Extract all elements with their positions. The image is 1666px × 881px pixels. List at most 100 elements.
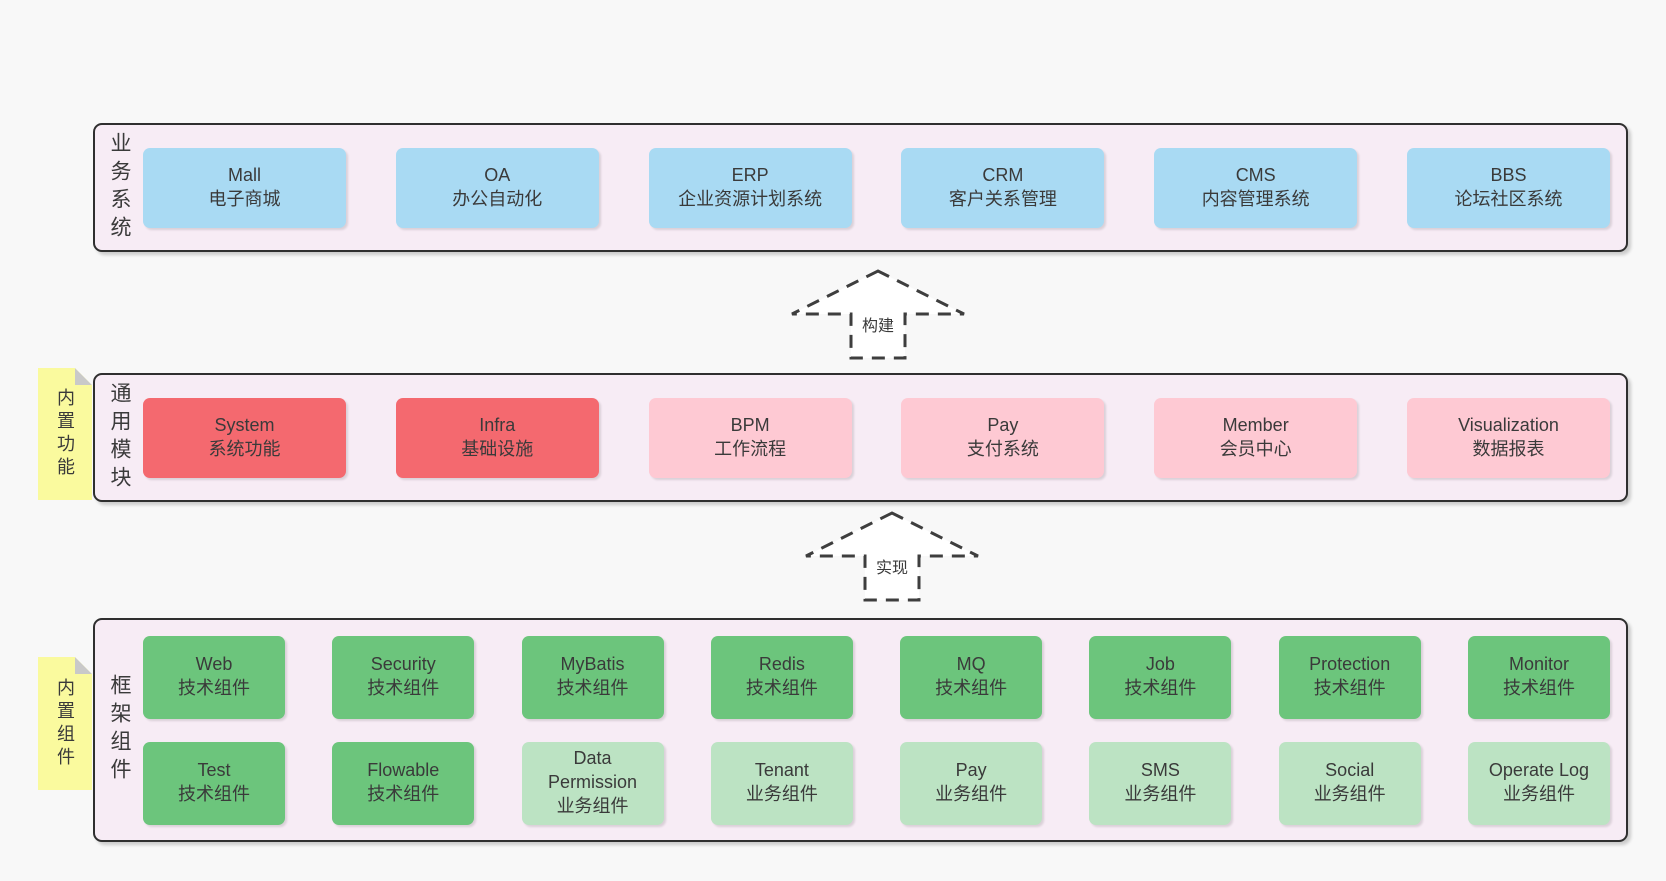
box-web-name: Web (195, 654, 233, 675)
box-monitor: Monitor 技术组件 (1467, 635, 1610, 719)
box-protection-desc: 技术组件 (1313, 678, 1386, 698)
sticky-note-built-in-components-label: 内置组件 (55, 677, 75, 770)
panel-common-modules: 通用模块 System 系统功能 Infra 基础设施 BPM 工作流程 Pay… (93, 373, 1628, 502)
box-visualization: Visualization 数据报表 (1406, 397, 1610, 478)
box-data-permission-name: Data Permission (548, 748, 638, 793)
box-cms-name: CMS (1235, 164, 1276, 185)
box-visualization-name: Visualization (1458, 414, 1559, 435)
box-protection-name: Protection (1309, 654, 1391, 675)
box-flowable: Flowable 技术组件 (332, 741, 475, 825)
box-test: Test 技术组件 (143, 741, 285, 825)
box-job-desc: 技术组件 (1124, 678, 1197, 698)
box-member-desc: 会员中心 (1219, 438, 1292, 459)
box-operate-log: Operate Log 业务组件 (1467, 741, 1610, 825)
panel-title-framework-components: 框架组件 (108, 674, 131, 786)
business-systems-row: Mall 电子商城 OA 办公自动化 ERP 企业资源计划系统 CRM 客户关系… (143, 125, 1626, 250)
box-security-name: Security (370, 654, 436, 675)
box-tenant-desc: 业务组件 (745, 784, 818, 804)
box-mall-desc: 电子商城 (208, 188, 281, 209)
box-mall: Mall 电子商城 (143, 147, 346, 228)
panel-title-business-systems: 业务系统 (108, 131, 131, 244)
arrow-build: 构建 (788, 268, 968, 361)
note-fold-corner-icon (75, 657, 92, 674)
box-mybatis-name: MyBatis (560, 654, 625, 675)
box-infra: Infra 基础设施 (395, 397, 599, 478)
box-web: Web 技术组件 (143, 635, 285, 719)
box-protection: Protection 技术组件 (1278, 635, 1421, 719)
box-flowable-name: Flowable (367, 760, 440, 781)
box-pay-component-desc: 业务组件 (935, 784, 1008, 804)
box-mq-name: MQ (956, 654, 986, 675)
box-redis-desc: 技术组件 (745, 678, 818, 698)
box-mq-desc: 技术组件 (935, 678, 1008, 698)
box-sms-name: SMS (1140, 760, 1180, 781)
box-tenant-name: Tenant (754, 760, 809, 781)
box-system: System 系统功能 (143, 397, 346, 478)
box-test-desc: 技术组件 (178, 784, 250, 804)
box-pay-component-name: Pay (955, 760, 987, 781)
box-redis-name: Redis (758, 654, 805, 675)
box-oa: OA 办公自动化 (395, 147, 599, 228)
box-social: Social 业务组件 (1278, 741, 1421, 825)
box-bbs-desc: 论坛社区系统 (1454, 188, 1563, 209)
box-social-desc: 业务组件 (1313, 784, 1386, 804)
box-security: Security 技术组件 (332, 635, 475, 719)
box-pay-module: Pay 支付系统 (901, 397, 1105, 478)
box-oa-desc: 办公自动化 (452, 188, 543, 209)
box-system-name: System (214, 414, 275, 435)
box-cms-desc: 内容管理系统 (1201, 188, 1310, 209)
box-visualization-desc: 数据报表 (1472, 438, 1545, 459)
box-data-permission: Data Permission 业务组件 (521, 741, 664, 825)
box-pay-component: Pay 业务组件 (900, 741, 1043, 825)
box-social-name: Social (1325, 760, 1375, 781)
box-mq: MQ 技术组件 (900, 635, 1043, 719)
note-fold-corner-icon (75, 368, 92, 385)
box-crm-desc: 客户关系管理 (948, 188, 1057, 209)
box-bpm-name: BPM (730, 414, 770, 435)
arrow-implement-label: 实现 (872, 554, 912, 578)
sticky-note-built-in-features: 内置功能 (38, 368, 92, 500)
framework-components-row-2: Test 技术组件 Flowable 技术组件 Data Permission … (143, 741, 1610, 825)
sticky-note-built-in-features-label: 内置功能 (55, 388, 75, 480)
arrow-build-label: 构建 (858, 312, 898, 336)
box-member: Member 会员中心 (1154, 397, 1358, 478)
box-bpm: BPM 工作流程 (648, 397, 852, 478)
box-bbs-name: BBS (1490, 164, 1527, 185)
box-system-desc: 系统功能 (208, 438, 281, 459)
common-modules-row: System 系统功能 Infra 基础设施 BPM 工作流程 Pay 支付系统… (143, 375, 1626, 500)
sticky-note-built-in-components: 内置组件 (38, 657, 92, 790)
box-data-permission-desc: 业务组件 (556, 795, 629, 816)
box-mybatis-desc: 技术组件 (556, 678, 629, 698)
box-erp: ERP 企业资源计划系统 (648, 147, 852, 228)
box-sms-desc: 业务组件 (1124, 784, 1197, 804)
box-security-desc: 技术组件 (367, 678, 440, 698)
box-web-desc: 技术组件 (178, 678, 250, 698)
box-job: Job 技术组件 (1089, 635, 1232, 719)
box-bbs: BBS 论坛社区系统 (1406, 147, 1610, 228)
box-oa-name: OA (484, 164, 511, 185)
box-pay-module-desc: 支付系统 (966, 438, 1039, 459)
box-mybatis: MyBatis 技术组件 (521, 635, 664, 719)
box-mall-name: Mall (227, 164, 261, 185)
box-pay-module-name: Pay (987, 414, 1019, 435)
box-operate-log-desc: 业务组件 (1502, 784, 1575, 804)
box-infra-desc: 基础设施 (461, 438, 534, 459)
box-tenant: Tenant 业务组件 (710, 741, 853, 825)
box-infra-name: Infra (479, 414, 516, 435)
panel-framework-components: 框架组件 Web 技术组件 Security 技术组件 MyBatis 技术组件… (93, 618, 1628, 842)
box-job-name: Job (1145, 654, 1175, 675)
arrow-implement: 实现 (802, 510, 982, 603)
box-erp-name: ERP (731, 164, 769, 185)
box-test-name: Test (197, 760, 231, 781)
box-crm-name: CRM (982, 164, 1024, 185)
box-member-name: Member (1222, 414, 1289, 435)
box-erp-desc: 企业资源计划系统 (678, 188, 823, 209)
box-flowable-desc: 技术组件 (367, 784, 440, 804)
box-cms: CMS 内容管理系统 (1154, 147, 1358, 228)
box-redis: Redis 技术组件 (710, 635, 853, 719)
panel-title-common-modules: 通用模块 (108, 381, 131, 494)
box-monitor-name: Monitor (1508, 654, 1569, 675)
box-operate-log-name: Operate Log (1488, 760, 1589, 781)
box-monitor-desc: 技术组件 (1502, 678, 1575, 698)
